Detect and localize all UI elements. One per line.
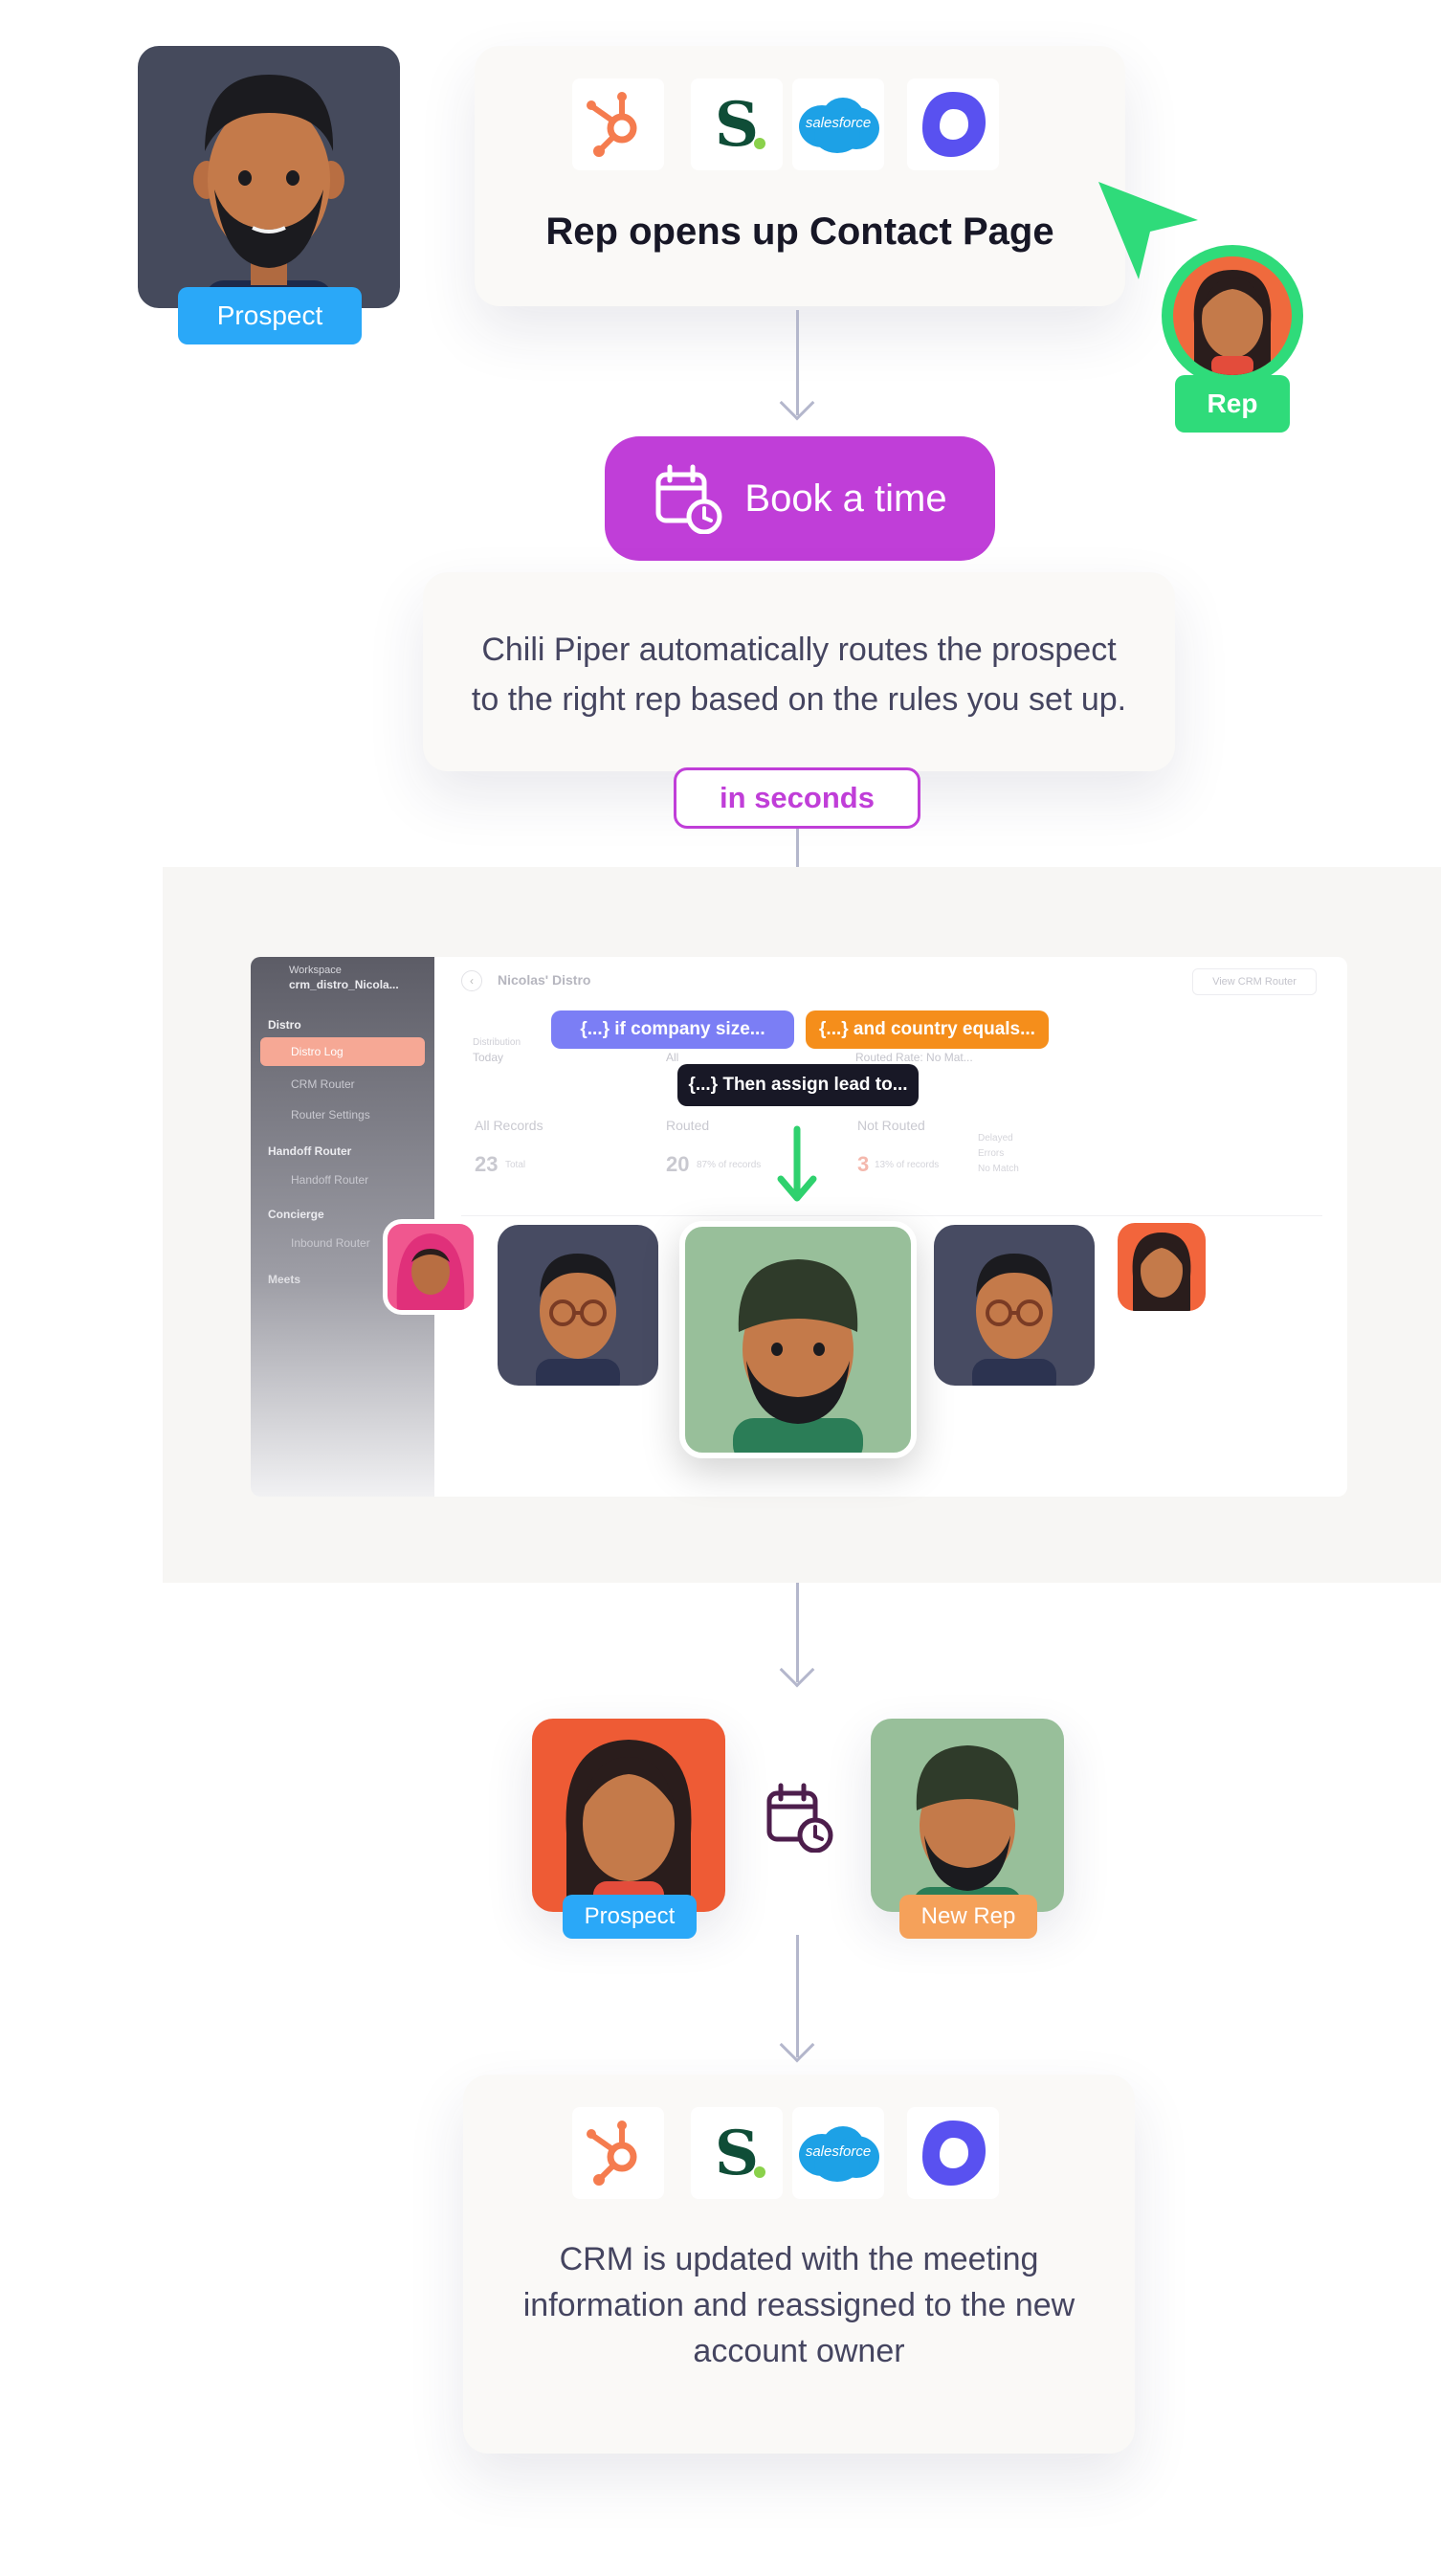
cursor-pointer-icon [1098, 182, 1198, 279]
distribution-value[interactable]: Today [473, 1051, 504, 1064]
hubspot-icon [587, 92, 637, 157]
woman-avatar-icon [565, 1740, 692, 1912]
sidebar-section-meets: Meets [268, 1273, 301, 1286]
sidebar-item-distro-log[interactable]: Distro Log [260, 1037, 425, 1066]
in-seconds-tag: in seconds [674, 767, 920, 829]
salesforce-icon [799, 98, 879, 153]
s-logo-icon: S [714, 88, 760, 161]
meeting-prospect-badge: Prospect [563, 1895, 697, 1939]
prospect-badge-top: Prospect [178, 287, 362, 344]
dashboard-page-title: Nicolas' Distro [498, 972, 591, 988]
outreach-logo [907, 78, 999, 170]
distribution-label: Distribution [473, 1037, 521, 1048]
sidebar-item-handoff-router[interactable]: Handoff Router [291, 1173, 369, 1187]
sidebar-section-handoff: Handoff Router [268, 1144, 352, 1158]
book-a-time-label: Book a time [744, 477, 947, 520]
rule-assign-lead: {...} Then assign lead to... [677, 1064, 919, 1106]
calendar-clock-icon [655, 464, 722, 534]
man-beanie-avatar-icon [913, 1745, 1022, 1912]
stat-not-routed-label: Not Routed [857, 1118, 925, 1133]
sidebar-item-crm-router[interactable]: CRM Router [291, 1077, 355, 1091]
back-button[interactable]: ‹ [461, 970, 482, 991]
meeting-prospect-avatar [532, 1719, 725, 1912]
sidebar-item-router-settings[interactable]: Router Settings [291, 1108, 370, 1121]
sidebar-item-label: Distro Log [291, 1045, 344, 1058]
meeting-new-rep-badge: New Rep [899, 1895, 1037, 1939]
outreach-icon [922, 2121, 986, 2186]
s-logo-icon: S [714, 2117, 760, 2189]
s-brand-logo: S [691, 78, 783, 170]
woman-avatar-icon [1193, 270, 1272, 375]
man-glasses-avatar-icon [536, 1254, 620, 1386]
sidebar-section-concierge: Concierge [268, 1208, 324, 1221]
connector-1-arrowhead [779, 385, 815, 421]
stat-not-routed-value: 3 [857, 1152, 870, 1176]
s-logo-dot-icon [754, 138, 765, 149]
crm-text-line1: CRM is updated with the meeting [559, 2241, 1039, 2277]
filter-routed[interactable]: Routed Rate: No Mat... [855, 1051, 973, 1064]
hubspot-logo [572, 78, 664, 170]
green-down-arrow-icon [777, 1125, 817, 1202]
stat-routed-sub: 87% of records [697, 1160, 762, 1170]
stat-all-records-value: 23 [475, 1152, 499, 1176]
legend-delayed: Delayed [978, 1133, 1013, 1144]
rep-candidate-orange [1118, 1223, 1206, 1311]
hubspot-logo-bottom [572, 2107, 664, 2199]
hubspot-icon [587, 2121, 637, 2186]
woman-hijab-avatar-icon [396, 1233, 465, 1310]
sidebar-section-distro: Distro [268, 1018, 301, 1032]
calendar-clock-icon [766, 1783, 833, 1853]
routing-explanation-card [423, 572, 1175, 771]
stat-all-records-label: All Records [475, 1118, 543, 1133]
meeting-new-rep-avatar [871, 1719, 1064, 1912]
outreach-icon [922, 92, 986, 157]
connector-3-arrowhead [779, 1652, 815, 1688]
workspace-label: Workspace [289, 965, 342, 976]
book-a-time-button[interactable]: Book a time [605, 436, 995, 561]
salesforce-logo: salesforce [792, 78, 884, 170]
man-beard-avatar-icon [193, 75, 344, 308]
legend-errors: Errors [978, 1148, 1005, 1159]
rep-candidate-glasses-2 [934, 1225, 1095, 1386]
man-glasses-avatar-icon [972, 1254, 1056, 1386]
woman-avatar-icon [1132, 1232, 1191, 1311]
outreach-logo-bottom [907, 2107, 999, 2199]
rule-company-size: {...} if company size... [551, 1010, 794, 1049]
connector-4 [796, 1935, 799, 2057]
sidebar-item-inbound-router[interactable]: Inbound Router [291, 1236, 370, 1250]
routing-text-line1: Chili Piper automatically routes the pro… [481, 632, 1117, 668]
workspace-name[interactable]: crm_distro_Nicola... [289, 978, 399, 991]
s-logo-dot-icon [754, 2166, 765, 2178]
stat-routed-value: 20 [666, 1152, 690, 1176]
crm-text-line3: account owner [693, 2333, 905, 2369]
stat-routed-label: Routed [666, 1118, 710, 1133]
stat-not-routed-sub: 13% of records [875, 1160, 940, 1170]
stats-divider [461, 1215, 1322, 1216]
dashboard-sidebar: Workspace crm_distro_Nicola... Distro Di… [251, 957, 434, 1497]
stat-all-records-sub: Total [505, 1160, 526, 1170]
rep-candidate-selected [679, 1221, 917, 1458]
salesforce-logo-bottom: salesforce [792, 2107, 884, 2199]
view-crm-router-button[interactable]: View CRM Router [1192, 968, 1317, 995]
crm-text-line2: information and reassigned to the new [522, 2287, 1075, 2323]
connector-1 [796, 310, 799, 415]
routing-text-line2: to the right rep based on the rules you … [471, 681, 1127, 718]
rep-candidate-pink [383, 1219, 478, 1315]
rep-avatar [1162, 245, 1303, 387]
rule-country-equals: {...} and country equals... [806, 1010, 1049, 1049]
prospect-avatar-top [138, 46, 400, 308]
rep-candidate-glasses-1 [498, 1225, 658, 1386]
contact-page-title: Rep opens up Contact Page [545, 211, 1054, 253]
s-brand-logo-bottom: S [691, 2107, 783, 2199]
filter-all[interactable]: All [666, 1051, 679, 1064]
rep-badge: Rep [1175, 375, 1290, 433]
salesforce-text: salesforce [805, 2143, 872, 2160]
legend-no-match: No Match [978, 1164, 1019, 1174]
connector-3 [796, 1583, 799, 1682]
salesforce-text: salesforce [805, 115, 872, 131]
salesforce-icon [799, 2126, 879, 2182]
man-beanie-avatar-icon [733, 1259, 863, 1453]
connector-4-arrowhead [779, 2027, 815, 2063]
